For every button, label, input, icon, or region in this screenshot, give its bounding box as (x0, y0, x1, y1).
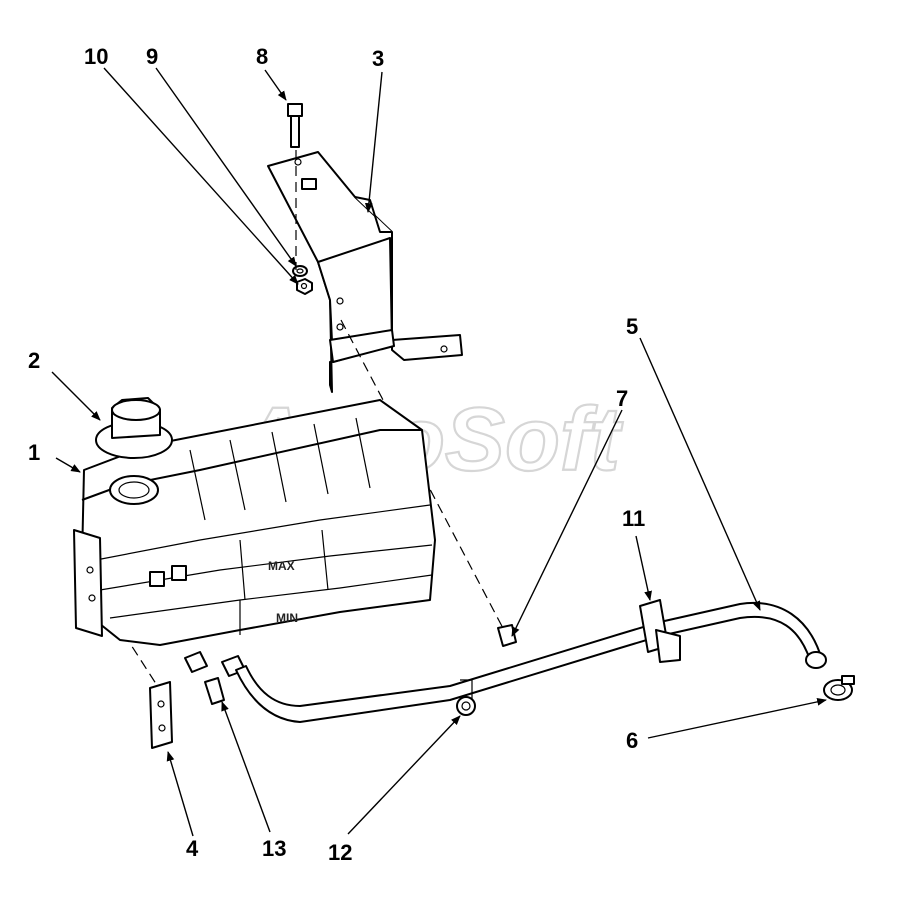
washer (292, 265, 308, 277)
leader-lines (51, 67, 827, 837)
expansion-tank: MAX MIN (73, 399, 436, 646)
min-level-label: MIN (276, 611, 298, 625)
callout-2: 2 (28, 348, 40, 373)
coolant-hose (235, 602, 827, 723)
callout-5: 5 (626, 314, 638, 339)
callout-9: 9 (146, 44, 158, 69)
max-level-label: MAX (268, 559, 295, 573)
filler-cap (95, 397, 173, 459)
callout-6: 6 (626, 728, 638, 753)
callout-11: 11 (622, 506, 645, 531)
bolt (287, 103, 303, 148)
hose-sleeve (204, 677, 225, 705)
hose-clamp (823, 675, 855, 701)
callout-7: 7 (616, 386, 628, 411)
plate-axis-line (114, 619, 161, 691)
callout-12: 12 (328, 840, 352, 865)
callout-numbers: 1 2 3 4 5 6 7 8 9 10 11 12 13 (28, 44, 645, 865)
callout-4: 4 (186, 836, 199, 861)
callout-8: 8 (256, 44, 268, 69)
callout-10: 10 (84, 44, 108, 69)
screw (497, 624, 517, 647)
callout-1: 1 (28, 440, 40, 465)
callout-3: 3 (372, 46, 384, 71)
hose-holder-bracket (639, 599, 681, 663)
nut (296, 278, 313, 295)
hose-clamp-pair (184, 651, 246, 677)
callout-13: 13 (262, 836, 286, 861)
mounting-plate (149, 681, 173, 749)
hose-clip (456, 679, 476, 716)
mounting-bracket (267, 151, 463, 393)
